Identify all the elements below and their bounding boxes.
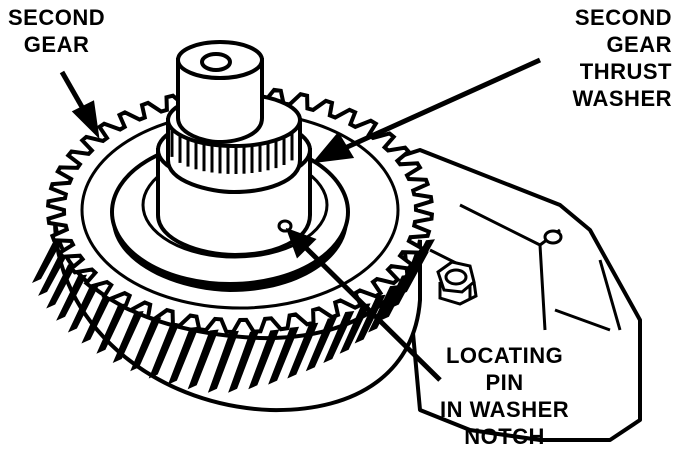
housing-bolt	[436, 260, 478, 306]
helical-tooth	[148, 322, 180, 379]
helical-tooth	[379, 274, 411, 321]
label-line: NOTCH	[464, 424, 545, 449]
helical-tooth	[81, 294, 113, 344]
label-line: LOCATING	[445, 343, 564, 368]
helical-tooth	[32, 239, 63, 283]
helical-tooth	[130, 317, 162, 372]
helical-tooth	[187, 329, 219, 390]
label-second-gear-thrust-washer: SECOND GEAR THRUST WASHER	[572, 4, 672, 112]
helical-tooth	[96, 303, 128, 354]
gear-side-wall	[53, 219, 422, 413]
label-line: SECOND	[574, 5, 672, 30]
label-second-gear: SECOND GEAR	[8, 4, 105, 58]
helical-tooth	[287, 322, 319, 379]
helical-tooth	[305, 317, 337, 372]
helical-tooth	[112, 311, 144, 363]
helical-tooth	[38, 251, 70, 296]
helical-tooth	[268, 326, 300, 385]
label-line: WASHER	[572, 86, 672, 111]
output-shaft	[156, 40, 312, 258]
helical-tooth	[46, 263, 78, 309]
helical-tooth	[207, 330, 239, 393]
helical-tooth	[56, 274, 88, 321]
label-line: GEAR	[606, 32, 672, 57]
helical-tooth	[339, 303, 371, 354]
label-line: IN WASHER	[440, 397, 570, 422]
arrow-locating-pin	[300, 242, 442, 382]
shaft-splines	[170, 128, 294, 174]
helical-tooth	[67, 285, 99, 333]
helical-tooth	[354, 294, 386, 344]
label-line: SECOND	[8, 5, 106, 30]
label-locating-pin: LOCATING PIN IN WASHER NOTCH	[440, 342, 569, 450]
leader-arrows	[59, 57, 542, 382]
helical-tooth	[368, 285, 400, 333]
locating-pin	[277, 219, 293, 233]
housing-hole	[543, 229, 563, 245]
gear-helical-teeth	[32, 239, 435, 393]
helical-tooth	[323, 311, 355, 363]
label-line: PIN	[485, 370, 524, 395]
helical-tooth	[167, 326, 199, 385]
helical-tooth	[228, 330, 260, 393]
shaft-bore	[200, 52, 232, 72]
label-line: GEAR	[23, 32, 90, 57]
helical-tooth	[248, 329, 280, 390]
label-line: THRUST	[579, 59, 672, 84]
arrow-thrust-washer	[343, 57, 542, 151]
